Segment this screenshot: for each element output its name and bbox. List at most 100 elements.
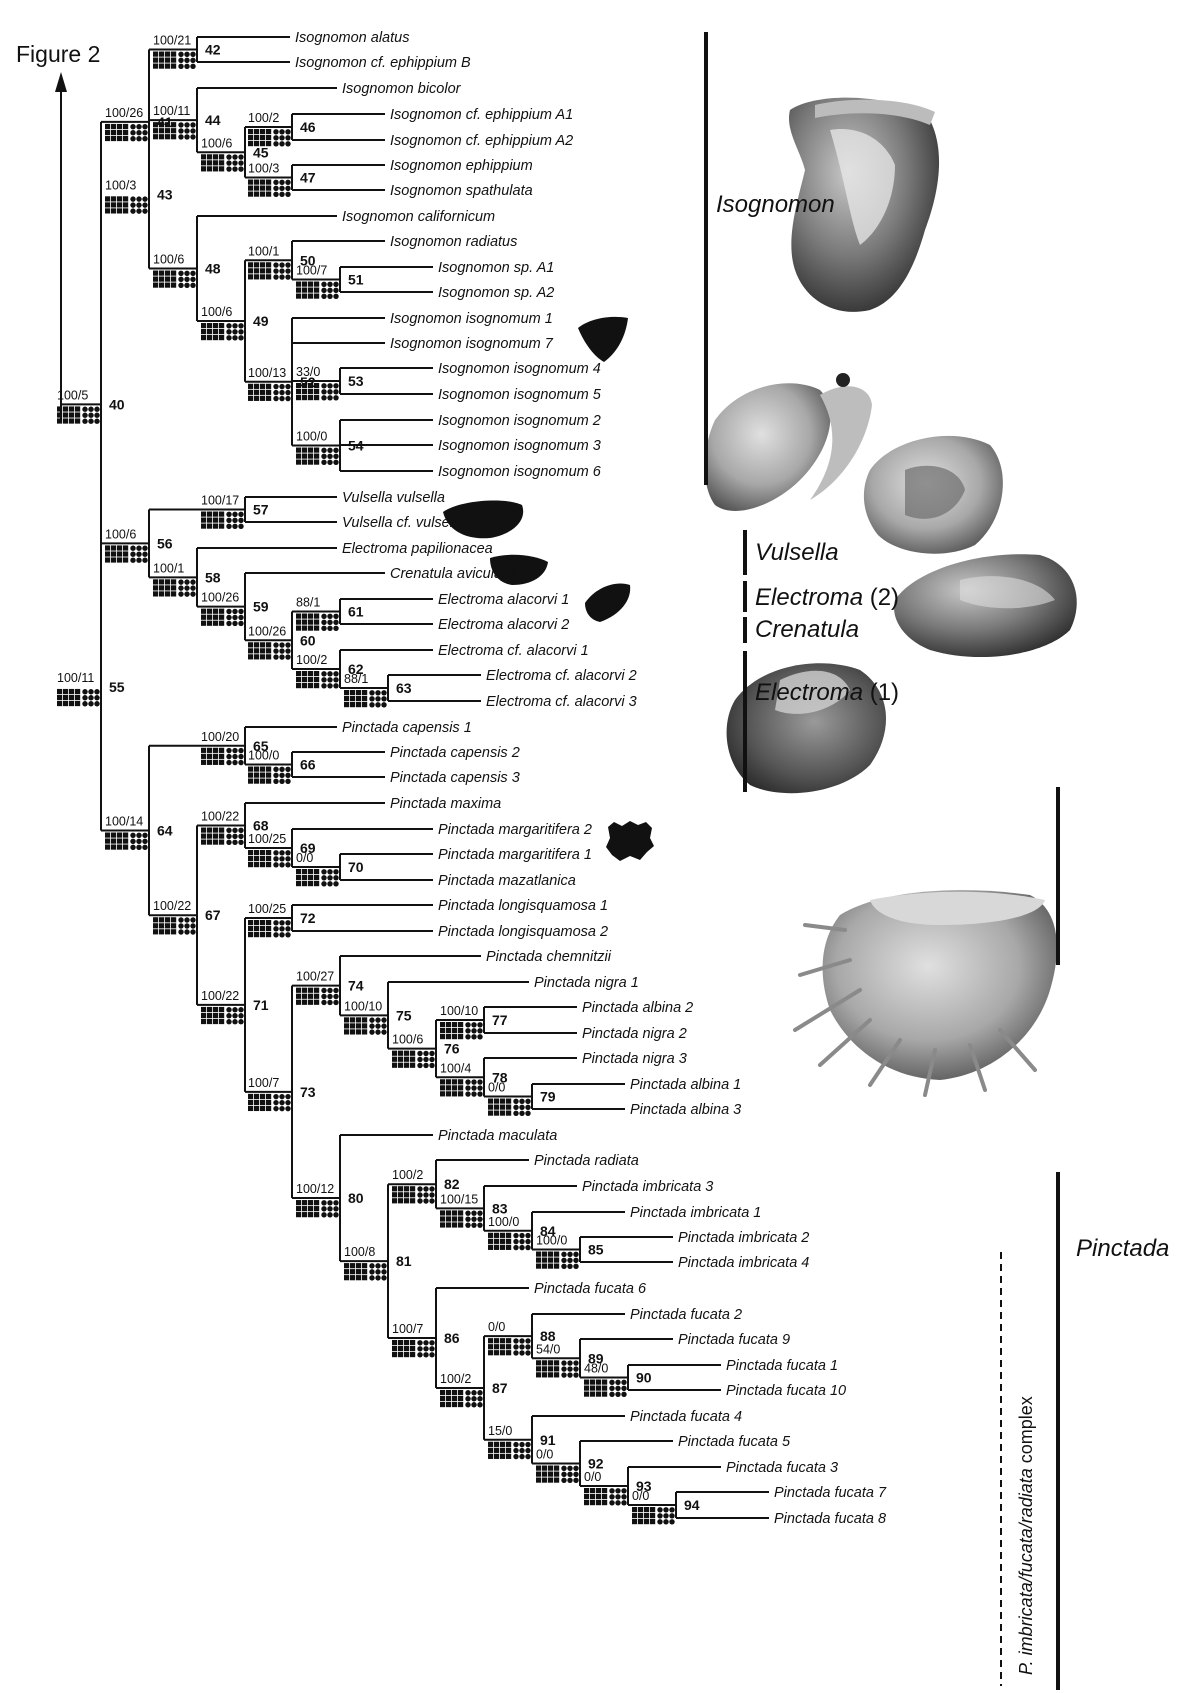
partition-dot (285, 135, 291, 141)
partition-square (213, 753, 219, 759)
partition-square (105, 123, 111, 130)
partition-square (165, 134, 171, 140)
node-80-support: 100/12 (296, 1182, 334, 1196)
partition-dot (279, 191, 285, 197)
partition-square (171, 51, 177, 57)
node-75-number: 75 (396, 1007, 412, 1023)
partition-square (266, 862, 272, 868)
partition-dot (333, 383, 339, 389)
partition-dot (567, 1257, 573, 1264)
partition-dot (465, 1022, 471, 1028)
partition-square (123, 123, 129, 130)
partition-square (440, 1395, 446, 1402)
partition-dot (226, 620, 232, 627)
partition-square (404, 1186, 410, 1192)
partition-dot (273, 654, 279, 660)
partition-square (440, 1028, 446, 1034)
node-87-partition-grid (440, 1389, 483, 1408)
partition-dot (375, 1023, 381, 1029)
partition-square (488, 1104, 494, 1110)
partition-square (63, 418, 69, 424)
partition-square (111, 832, 117, 838)
electroma-shell-photo-1 (863, 435, 1003, 554)
node-53-number: 53 (348, 373, 364, 389)
partition-square (219, 608, 225, 614)
partition-square (260, 856, 266, 862)
taxon-label: Isognomon cf. ephippium A2 (390, 133, 573, 149)
taxon-label: Pinctada longisquamosa 2 (438, 924, 608, 940)
node-85-number: 85 (588, 1242, 604, 1258)
partition-square (356, 1275, 362, 1281)
partition-dot (190, 923, 196, 929)
partition-dot (232, 523, 238, 529)
root-arrow-head (55, 72, 67, 92)
partition-dot (273, 268, 279, 274)
partition-dot (519, 1344, 525, 1350)
partition-square (584, 1379, 590, 1385)
partition-square (207, 620, 213, 626)
partition-square (266, 856, 272, 862)
partition-dot (327, 625, 333, 631)
taxon-label: Isognomon spathulata (390, 183, 533, 199)
partition-dot (465, 1390, 471, 1396)
partition-square (159, 276, 165, 282)
partition-square (296, 389, 302, 395)
partition-square (584, 1494, 590, 1500)
partition-square (458, 1401, 464, 1408)
partition-dot (226, 511, 232, 517)
partition-square (488, 1110, 494, 1116)
partition-dot (663, 1519, 669, 1525)
partition-dot (226, 614, 232, 621)
partition-square (314, 683, 320, 689)
partition-square (536, 1477, 542, 1483)
partition-square (590, 1379, 596, 1385)
partition-dot (333, 881, 339, 887)
partition-dot (609, 1379, 615, 1386)
partition-square (488, 1344, 494, 1350)
partition-dot (321, 625, 327, 631)
partition-square (213, 614, 219, 620)
partition-dot (375, 1275, 381, 1281)
partition-dot (369, 1263, 375, 1269)
partition-square (266, 648, 272, 654)
partition-square (111, 838, 117, 844)
partition-square (159, 270, 165, 276)
partition-dot (285, 129, 291, 135)
partition-square (410, 1345, 416, 1352)
partition-dot (519, 1338, 525, 1344)
partition-dot (477, 1216, 483, 1222)
node-93-number: 93 (636, 1478, 652, 1494)
taxon-label: Pinctada fucata 6 (534, 1281, 647, 1297)
partition-dot (417, 1192, 423, 1198)
partition-dot (273, 179, 279, 185)
partition-square (63, 694, 69, 701)
partition-square (75, 418, 81, 424)
partition-square (452, 1028, 458, 1034)
partition-square (123, 551, 129, 557)
partition-square (248, 268, 254, 274)
partition-dot (279, 1093, 285, 1100)
node-72-number: 72 (300, 910, 316, 926)
partition-dot (142, 838, 148, 844)
node-89-number: 89 (588, 1350, 604, 1366)
partition-dot (285, 778, 291, 784)
partition-dot (238, 620, 244, 627)
partition-square (207, 154, 213, 160)
partition-square (554, 1263, 560, 1269)
partition-dot (333, 677, 339, 683)
partition-square (171, 276, 177, 282)
partition-square (207, 1018, 213, 1025)
node-45-support: 100/6 (201, 136, 232, 150)
figure-label: Figure 2 (16, 41, 100, 67)
partition-square (308, 677, 314, 683)
partition-dot (609, 1488, 615, 1494)
partition-dot (279, 179, 285, 185)
partition-square (165, 128, 171, 134)
partition-dot (279, 395, 285, 402)
partition-square (602, 1385, 608, 1391)
partition-square (542, 1372, 548, 1378)
partition-square (494, 1104, 500, 1110)
partition-square (500, 1441, 506, 1447)
partition-dot (513, 1453, 519, 1460)
partition-square (159, 929, 165, 935)
